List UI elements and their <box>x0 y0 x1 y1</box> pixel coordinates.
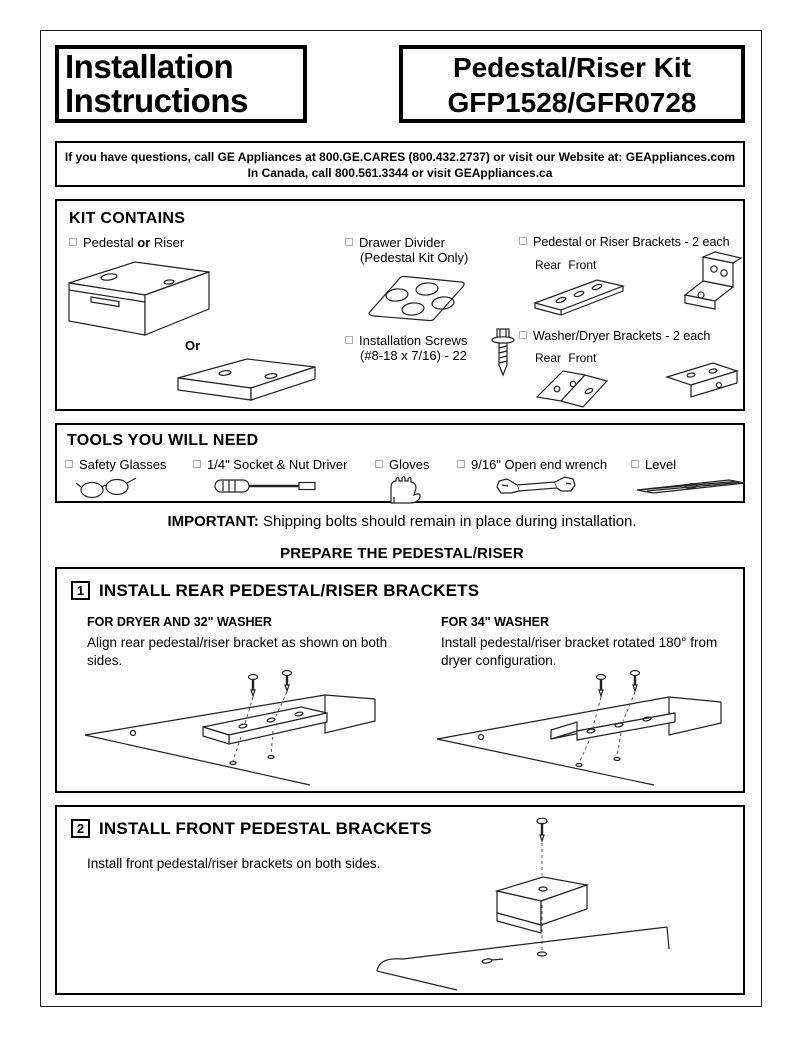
tool-item-gloves: Gloves <box>375 457 429 472</box>
pr-brackets-label: Pedestal or Riser Brackets - 2 each <box>533 235 730 249</box>
pedestal-label-post: Riser <box>150 235 185 250</box>
nut-driver-icon <box>214 479 316 493</box>
pedestal-label-or: or <box>137 235 151 250</box>
checkbox-level <box>631 460 639 468</box>
pedestal-label-pre: Pedestal <box>83 235 138 250</box>
prepare-heading: PREPARE THE PEDESTAL/RISER <box>280 545 524 562</box>
open-end-wrench-icon <box>496 476 576 494</box>
step1-section: 1 INSTALL REAR PEDESTAL/RISER BRACKETS F… <box>55 567 745 793</box>
checkbox-installation-screws <box>345 336 353 344</box>
contact-banner: If you have questions, call GE Appliance… <box>55 141 745 187</box>
screws-label-line1: Installation Screws <box>359 333 468 348</box>
pedestal-illustration <box>68 261 210 336</box>
step2-section: 2 INSTALL FRONT PEDESTAL BRACKETS Instal… <box>55 805 745 995</box>
step1-number: 1 <box>71 581 90 600</box>
important-note: IMPORTANT: Shipping bolts should remain … <box>41 513 763 530</box>
doc-title-line1: Installation <box>65 48 234 85</box>
tool-label: Safety Glasses <box>79 457 167 472</box>
kit-contains-title: KIT CONTAINS <box>69 210 186 227</box>
step1-right-heading: FOR 34" WASHER <box>441 615 550 629</box>
installation-screw-icon <box>491 328 515 377</box>
screws-label-line2: (#8-18 x 7/16) - 22 <box>360 348 467 363</box>
step1-title: INSTALL REAR PEDESTAL/RISER BRACKETS <box>99 581 480 600</box>
kit-item-screws-label: Installation Screws (#8-18 x 7/16) - 22 <box>345 333 505 363</box>
drawer-divider-illustration <box>368 275 465 322</box>
product-name: Pedestal/Riser Kit <box>452 52 692 83</box>
tool-label: Gloves <box>389 457 430 472</box>
wd-front-bracket-illustration <box>665 362 739 398</box>
pr-brackets-rear-front-labels: Rear Front <box>535 258 596 272</box>
step1-dryer-diagram <box>84 669 376 786</box>
page-frame: Installation Instructions Pedestal/Riser… <box>40 30 762 1007</box>
checkbox-wrench <box>457 460 465 468</box>
step2-number: 2 <box>71 819 90 838</box>
wd-rear-label: Rear <box>535 351 562 365</box>
tools-title: TOOLS YOU WILL NEED <box>67 432 259 449</box>
step2-title: INSTALL FRONT PEDESTAL BRACKETS <box>99 819 432 838</box>
kit-item-divider-label: Drawer Divider (Pedestal Kit Only) <box>345 235 515 265</box>
gloves-icon <box>390 475 421 504</box>
kit-contains-section: KIT CONTAINS Pedestal or Riser Or Drawer… <box>55 199 745 411</box>
divider-label-line1: Drawer Divider <box>359 235 445 250</box>
kit-or-label: Or <box>185 338 201 353</box>
tool-item-safety-glasses: Safety Glasses <box>65 457 166 472</box>
kit-item-wd-brackets-label: Washer/Dryer Brackets - 2 each <box>519 329 710 343</box>
riser-illustration <box>177 358 316 401</box>
step1-34washer-diagram <box>436 669 722 786</box>
tool-label: Level <box>645 457 677 472</box>
tool-item-wrench: 9/16" Open end wrench <box>457 457 607 472</box>
step1-right-text: Install pedestal/riser bracket rotated 1… <box>441 635 718 668</box>
wd-brackets-label: Washer/Dryer Brackets - 2 each <box>533 329 711 343</box>
safety-glasses-icon <box>75 477 137 499</box>
tools-section: TOOLS YOU WILL NEED Safety Glasses 1/4" … <box>55 423 746 504</box>
checkbox-pedestal <box>69 238 77 246</box>
tool-item-nut-driver: 1/4" Socket & Nut Driver <box>193 457 347 472</box>
checkbox-safety-glasses <box>65 460 73 468</box>
wd-front-label: Front <box>568 351 597 365</box>
pr-front-bracket-illustration <box>683 251 743 310</box>
important-text: Shipping bolts should remain in place du… <box>258 513 637 530</box>
divider-label-line2: (Pedestal Kit Only) <box>360 250 469 265</box>
contact-line-us: If you have questions, call GE Appliance… <box>64 150 736 164</box>
product-model: GFP1528/GFR0728 <box>447 87 697 118</box>
kit-item-pedestal-label: Pedestal or Riser <box>69 235 184 250</box>
contact-line-canada: In Canada, call 800.561.3344 or visit GE… <box>247 166 553 180</box>
checkbox-drawer-divider <box>345 238 353 246</box>
step2-diagram <box>376 817 670 991</box>
level-icon <box>636 479 746 494</box>
step1-left-heading: FOR DRYER AND 32" WASHER <box>87 615 272 629</box>
kit-item-pr-brackets-label: Pedestal or Riser Brackets - 2 each <box>519 235 730 249</box>
step1-left-text: Align rear pedestal/riser bracket as sho… <box>87 635 388 668</box>
checkbox-wd-brackets <box>519 331 527 339</box>
pr-front-label: Front <box>568 258 597 272</box>
wd-brackets-rear-front-labels: Rear Front <box>535 351 596 365</box>
pr-rear-bracket-illustration <box>533 279 626 316</box>
checkbox-nut-driver <box>193 460 201 468</box>
doc-title-line2: Instructions <box>65 82 248 119</box>
important-label: IMPORTANT: <box>167 513 259 530</box>
tool-label: 1/4" Socket & Nut Driver <box>207 457 348 472</box>
checkbox-pr-brackets <box>519 237 527 245</box>
pr-rear-label: Rear <box>535 258 562 272</box>
wd-rear-bracket-illustration <box>535 370 609 408</box>
step2-text: Install front pedestal/riser brackets on… <box>87 856 381 871</box>
tool-item-level: Level <box>631 457 676 472</box>
document-title-box: Installation Instructions <box>55 45 307 123</box>
tool-label: 9/16" Open end wrench <box>471 457 608 472</box>
product-title-box: Pedestal/Riser Kit GFP1528/GFR0728 <box>399 45 745 123</box>
checkbox-gloves <box>375 460 383 468</box>
